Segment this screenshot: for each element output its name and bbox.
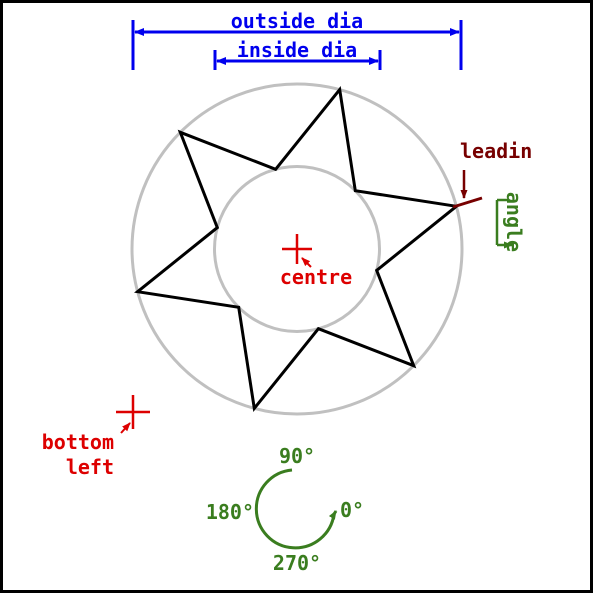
bottom-left-marker: bottom left (42, 395, 150, 479)
direction-circle (254, 468, 336, 550)
deg-180-label: 180° (206, 500, 254, 524)
outside-dia-label: outside dia (231, 9, 363, 33)
deg-0-label: 0° (340, 498, 364, 522)
outside-circle (130, 82, 464, 416)
inside-dia-label: inside dia (237, 38, 357, 62)
centre-label: centre (280, 265, 352, 289)
angle-direction-legend: 90° 180° 0° 270° (206, 444, 364, 575)
bottom-left-label-line2: left (66, 455, 114, 479)
outside-dia-dimension: outside dia (131, 9, 463, 70)
angle-callout: angle (495, 192, 526, 252)
deg-270-label: 270° (273, 551, 321, 575)
angle-label: angle (502, 192, 526, 252)
inside-circle (213, 165, 381, 333)
bottom-left-label-line1: bottom (42, 430, 114, 454)
deg-90-label: 90° (279, 444, 315, 468)
centre-marker: centre (280, 234, 352, 289)
star-outline (134, 86, 460, 412)
leadin-label: leadin (460, 139, 532, 163)
leadin-callout: leadin (452, 139, 532, 209)
inside-dia-dimension: inside dia (213, 38, 382, 70)
